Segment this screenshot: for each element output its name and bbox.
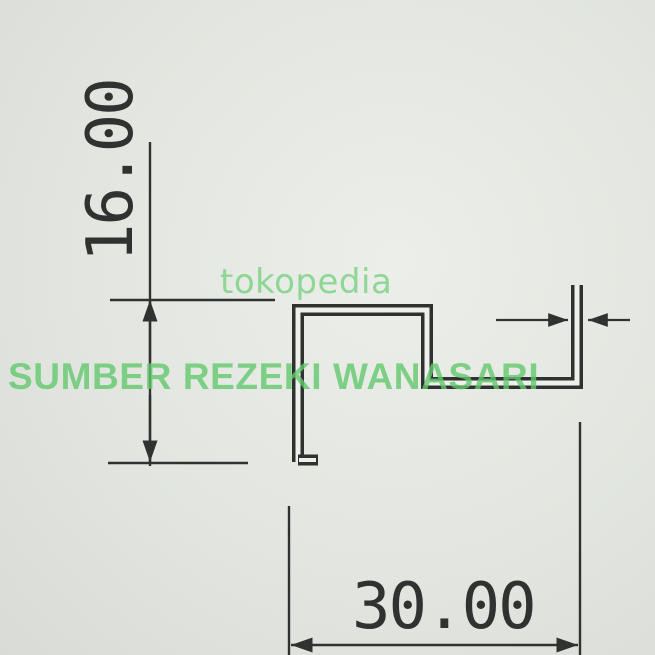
tokopedia-watermark: tokopedia (220, 262, 393, 302)
channel-profile (292, 285, 583, 466)
store-watermark: SUMBER REZEKI WANASARI (8, 356, 540, 397)
height-dimension (108, 142, 275, 466)
width-dimension-label: 30.00 (352, 570, 535, 644)
height-dimension-label: 16.00 (74, 79, 148, 262)
width-dimension (287, 422, 582, 655)
